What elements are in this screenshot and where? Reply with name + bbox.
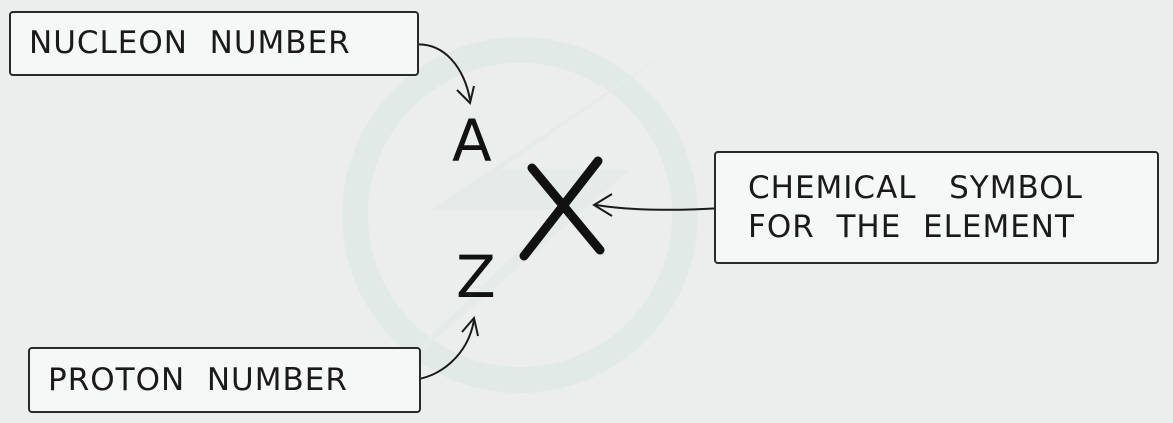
proton-number-tag: PROTON NUMBER — [28, 347, 421, 413]
mass-number: A — [452, 107, 492, 175]
nucleon-number-label: NUCLEON NUMBER — [29, 25, 351, 62]
chemical-symbol-label-line1: CHEMICAL SYMBOL — [748, 169, 1083, 206]
chemical-symbol-label-line2: FOR THE ELEMENT — [748, 208, 1075, 245]
watermark-logo — [342, 30, 700, 405]
element-symbol-text: X — [545, 175, 546, 176]
element-symbol-x — [519, 156, 605, 261]
chemical-symbol-tag: CHEMICAL SYMBOL FOR THE ELEMENT — [714, 151, 1159, 264]
nucleon-number-tag: NUCLEON NUMBER — [9, 11, 419, 76]
proton-number-label: PROTON NUMBER — [48, 361, 348, 398]
arrow-symbol-to-x — [592, 193, 732, 217]
atomic-number: Z — [456, 243, 496, 311]
